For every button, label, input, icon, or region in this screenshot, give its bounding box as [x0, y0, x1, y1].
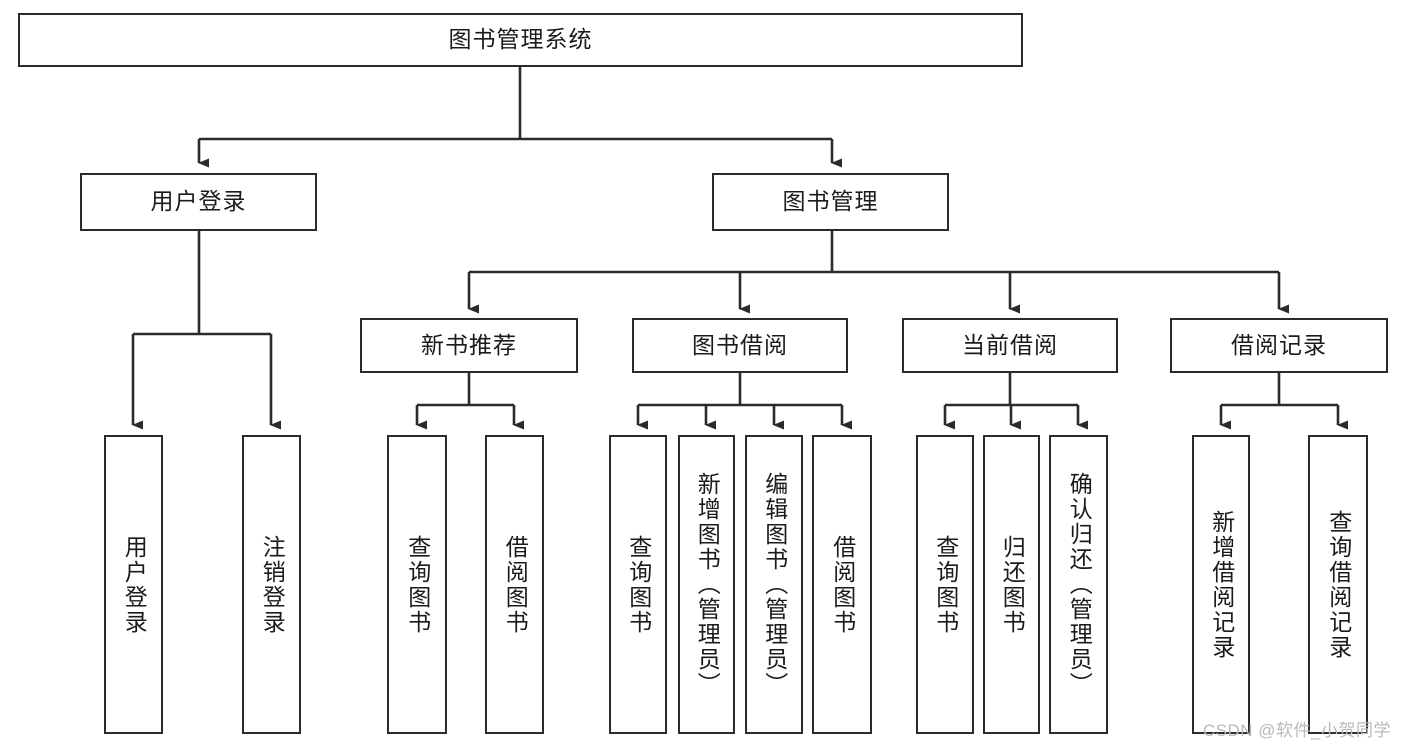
leaf-query-borrow-record[interactable]: 查询借阅记录: [1308, 435, 1368, 734]
node-user-login[interactable]: 用户登录: [80, 173, 317, 231]
leaf-return-book[interactable]: 归还图书: [983, 435, 1040, 734]
leaf-query-book-recommend-label: 查询图书: [404, 534, 431, 635]
node-user-login-label: 用户登录: [150, 188, 247, 215]
leaf-borrow-book-recommend-label: 借阅图书: [502, 534, 529, 635]
node-root[interactable]: 图书管理系统: [18, 13, 1023, 67]
leaf-edit-book-admin[interactable]: 编辑图书（管理员）: [745, 435, 803, 734]
node-book-management-label: 图书管理: [782, 188, 879, 215]
node-current-borrow[interactable]: 当前借阅: [902, 318, 1118, 373]
leaf-query-book-current[interactable]: 查询图书: [916, 435, 974, 734]
leaf-confirm-return-admin-label: 确认归还（管理员）: [1066, 472, 1093, 697]
node-book-borrow[interactable]: 图书借阅: [632, 318, 848, 373]
leaf-edit-book-admin-label: 编辑图书（管理员）: [761, 472, 788, 697]
leaf-confirm-return-admin[interactable]: 确认归还（管理员）: [1049, 435, 1108, 734]
leaf-add-borrow-record-label: 新增借阅记录: [1208, 509, 1235, 660]
node-book-management[interactable]: 图书管理: [712, 173, 949, 231]
node-new-book-recommend[interactable]: 新书推荐: [360, 318, 578, 373]
watermark-text: CSDN @软件_小贺同学: [1202, 721, 1391, 740]
leaf-user-login-label: 用户登录: [121, 534, 148, 635]
leaf-query-borrow-record-label: 查询借阅记录: [1325, 509, 1352, 660]
leaf-query-book-borrow-label: 查询图书: [625, 534, 652, 635]
node-new-book-recommend-label: 新书推荐: [421, 331, 517, 358]
node-current-borrow-label: 当前借阅: [962, 331, 1058, 358]
leaf-add-borrow-record[interactable]: 新增借阅记录: [1192, 435, 1250, 734]
leaf-borrow-book-recommend[interactable]: 借阅图书: [485, 435, 544, 734]
leaf-query-book-borrow[interactable]: 查询图书: [609, 435, 667, 734]
leaf-user-login[interactable]: 用户登录: [104, 435, 163, 734]
leaf-query-book-recommend[interactable]: 查询图书: [387, 435, 447, 734]
leaf-logout-label: 注销登录: [259, 534, 286, 635]
node-borrow-record[interactable]: 借阅记录: [1170, 318, 1388, 373]
leaf-return-book-label: 归还图书: [999, 534, 1026, 635]
leaf-add-book-admin-label: 新增图书（管理员）: [694, 472, 721, 697]
node-book-borrow-label: 图书借阅: [692, 331, 788, 358]
leaf-add-book-admin[interactable]: 新增图书（管理员）: [678, 435, 735, 734]
leaf-query-book-current-label: 查询图书: [932, 534, 959, 635]
node-borrow-record-label: 借阅记录: [1231, 331, 1327, 358]
leaf-borrow-book[interactable]: 借阅图书: [812, 435, 872, 734]
leaf-logout[interactable]: 注销登录: [242, 435, 301, 734]
node-root-label: 图书管理系统: [448, 26, 593, 53]
leaf-borrow-book-label: 借阅图书: [829, 534, 856, 635]
